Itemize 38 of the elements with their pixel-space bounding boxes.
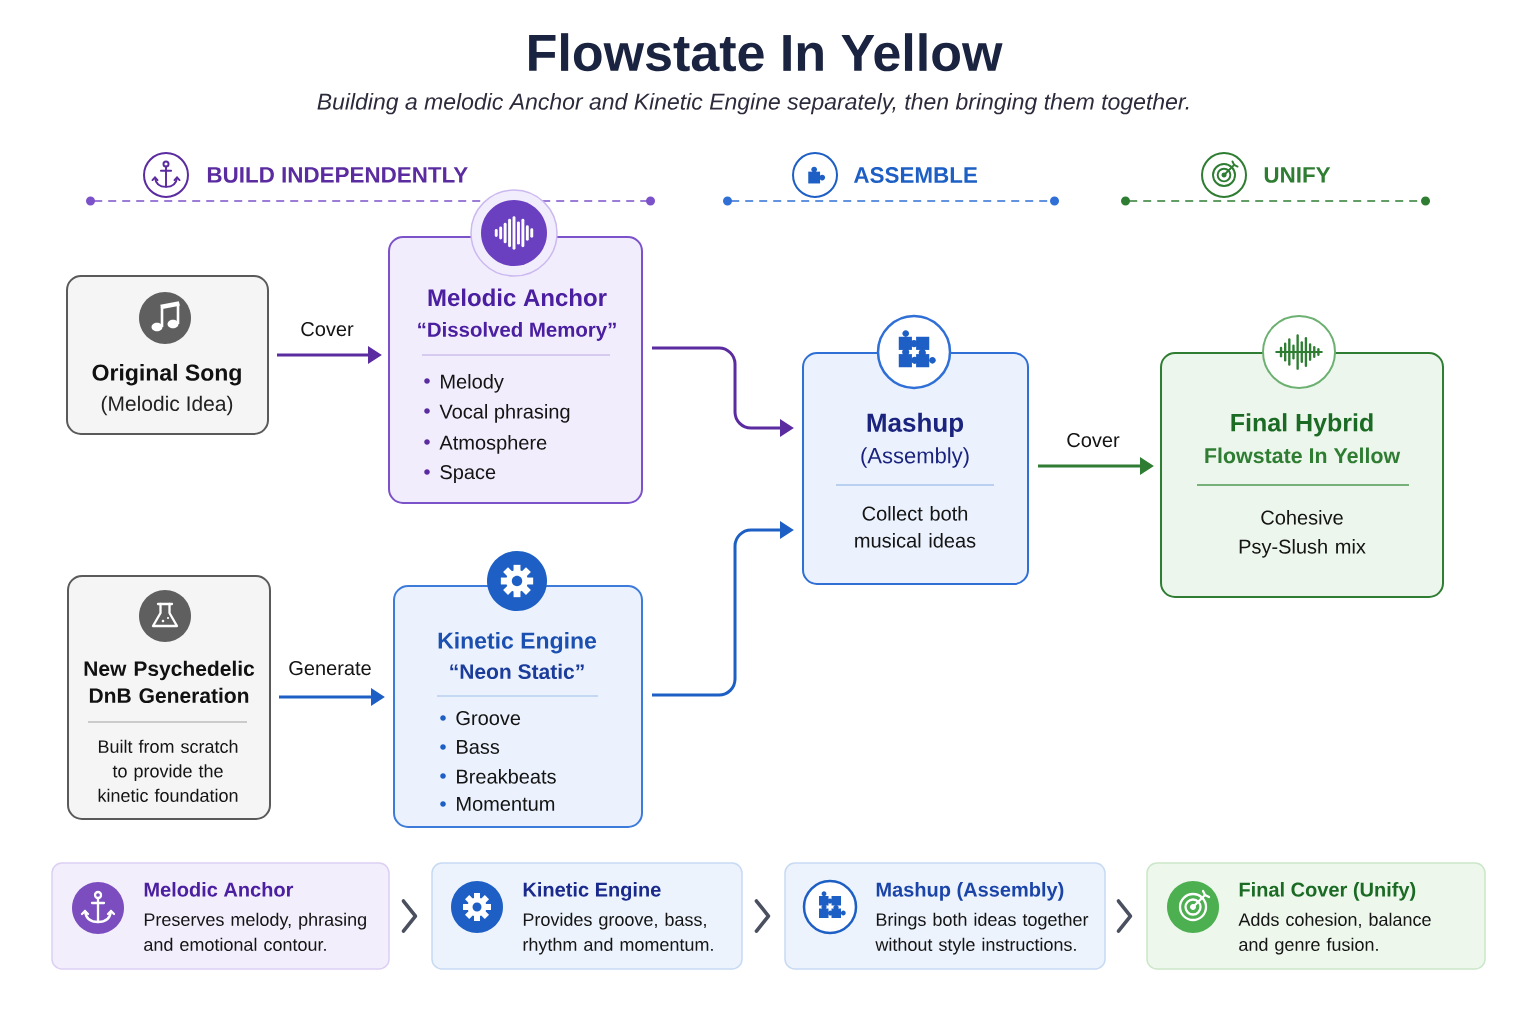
edge-label: Cover (298, 320, 356, 339)
box-title: Original Song (92, 363, 241, 386)
section-heading: ASSEMBLE (854, 167, 977, 183)
box-title: New Psychedelic DnB Generation (84, 660, 255, 704)
section-heading: UNIFY (1264, 167, 1331, 183)
box-subtitle: Flowstate In Yellow (1205, 447, 1401, 464)
card-title: Final Cover (Unify) (1239, 882, 1416, 901)
box-text: Built from scratch to provide the kinetic foundation (98, 739, 238, 802)
section-heading: BUILD INDEPENDENTLY (207, 167, 468, 183)
edge-label: Generate (286, 659, 374, 678)
box-title: Final Hybrid (1231, 413, 1373, 437)
bullet-item: Space (440, 465, 496, 484)
box-title: Kinetic Engine (438, 631, 597, 654)
bullet-item: Vocal phrasing (439, 404, 570, 423)
edge-label: Cover (1064, 431, 1122, 450)
bullet-item: Atmosphere (439, 435, 547, 454)
card-text: Preserves melody, phrasing and emotional contour. (144, 912, 366, 951)
bullet-item: Momentum (457, 797, 555, 811)
box-subtitle: (Assembly) (861, 447, 969, 468)
bullet-item: Bass (457, 740, 500, 754)
box-title: Mashup (867, 412, 964, 437)
card-title: Melodic Anchor (144, 882, 294, 897)
card-title: Mashup (Assembly) (876, 882, 1064, 901)
card-text: Adds cohesion, balance and genre fusion. (1238, 912, 1431, 955)
box-text: Collect both musical ideas (855, 506, 976, 548)
card-text: Brings both ideas together without style instructions. (875, 912, 1089, 955)
bullet-item: Melody (441, 374, 504, 393)
bullet-item: Groove (456, 711, 521, 726)
box-text: Cohesive Psy-Slush mix (1239, 510, 1366, 558)
box-subtitle: (Melodic Idea) (101, 395, 233, 416)
box-title: Melodic Anchor (428, 288, 607, 307)
subtitle: Building a melodic Anchor and Kinetic Engine separately, then bringing them together. (317, 92, 1189, 115)
bullet-item: Breakbeats (457, 769, 556, 784)
box-subtitle: “Dissolved Memory” (418, 321, 616, 341)
card-title: Kinetic Engine (523, 882, 661, 901)
title: Flowstate In Yellow (529, 33, 1003, 72)
card-text: Provides groove, bass, rhythm and momentum. (523, 912, 713, 955)
box-subtitle: “Neon Static” (450, 663, 584, 680)
